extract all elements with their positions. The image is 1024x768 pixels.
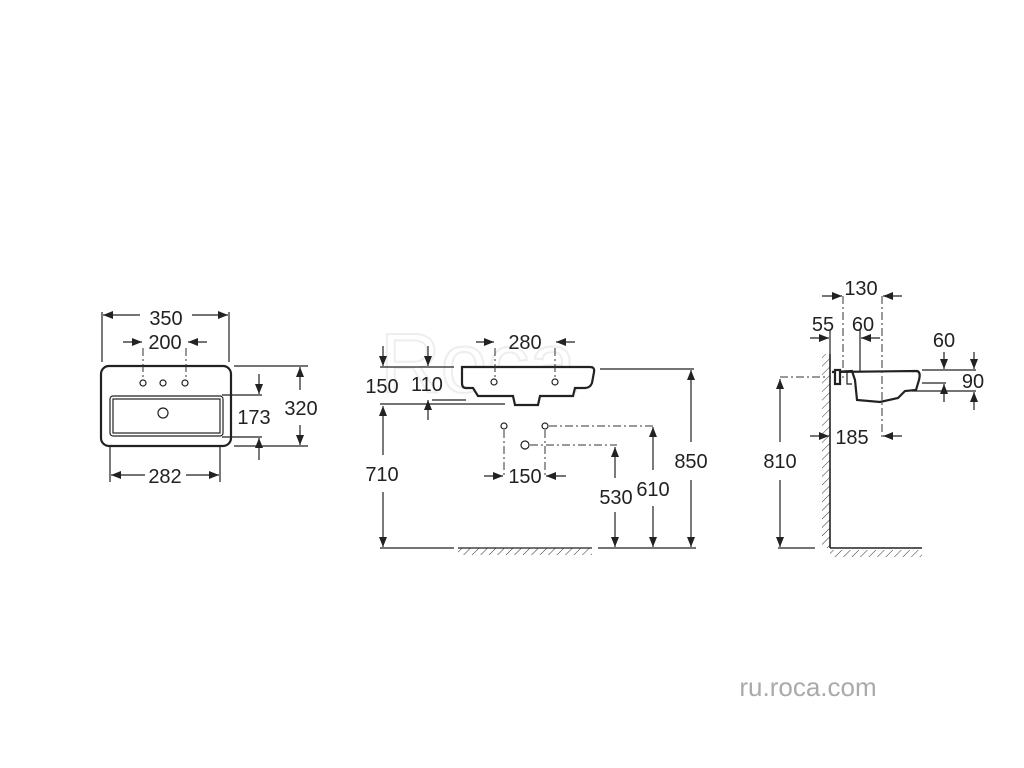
dim-710: 710 xyxy=(365,464,398,486)
dim-55: 55 xyxy=(812,314,834,336)
dim-173: 173 xyxy=(237,407,270,429)
dim-60-rim: 60 xyxy=(933,330,955,352)
dim-150-bracket: 150 xyxy=(365,376,398,398)
dim-90: 90 xyxy=(962,371,984,393)
dim-60-tap: 60 xyxy=(852,314,874,336)
dim-530: 530 xyxy=(599,487,632,509)
dim-282: 282 xyxy=(148,466,181,488)
dim-610: 610 xyxy=(636,479,669,501)
front-view: 280 150 110 710 150 530 610 850 xyxy=(365,332,708,555)
dim-850: 850 xyxy=(674,451,707,473)
dim-350: 350 xyxy=(149,308,182,330)
dim-810: 810 xyxy=(763,451,796,473)
dim-200: 200 xyxy=(148,332,181,354)
top-view: 350 200 173 320 282 xyxy=(99,308,318,488)
dim-150-pipes: 150 xyxy=(508,466,541,488)
dim-320: 320 xyxy=(284,398,317,420)
dim-110: 110 xyxy=(411,374,443,396)
dim-130: 130 xyxy=(844,278,877,300)
dim-185: 185 xyxy=(835,427,868,449)
website-url: ru.roca.com xyxy=(739,672,876,702)
dim-280: 280 xyxy=(508,332,541,354)
side-view: 130 55 60 60 90 185 810 xyxy=(763,278,984,557)
